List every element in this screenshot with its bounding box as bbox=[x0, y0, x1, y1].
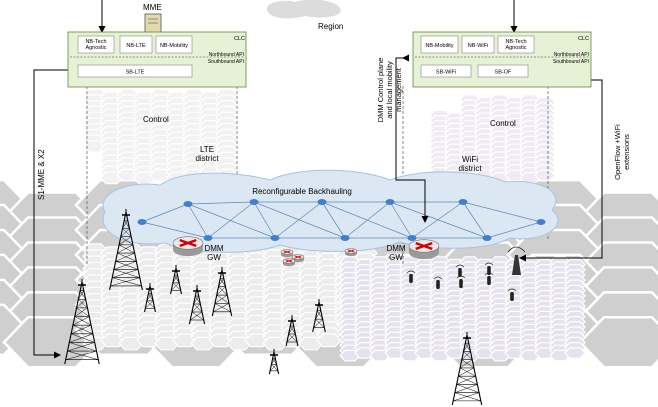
wifi-ap-icon bbox=[406, 270, 416, 283]
tower-small-icon bbox=[312, 299, 326, 333]
backhaul-node bbox=[183, 201, 193, 207]
clc-left-southbound: Southbound API bbox=[208, 59, 244, 65]
mme-label: MME bbox=[143, 3, 162, 12]
region-label: Region bbox=[318, 22, 343, 31]
clc-left-sb-box bbox=[77, 64, 193, 78]
backhaul-link bbox=[274, 201, 323, 239]
router-small-icon bbox=[282, 258, 296, 267]
backhaul-node bbox=[385, 199, 395, 205]
control-hex-clusters bbox=[83, 88, 556, 185]
wifi-ap-icon bbox=[433, 276, 443, 289]
clc-left-nb-lte-box bbox=[119, 35, 153, 54]
tower-small-icon bbox=[268, 349, 280, 375]
backhaul-link bbox=[141, 221, 209, 239]
backhaul-link bbox=[389, 201, 413, 239]
dmm-gw-router-left-icon bbox=[172, 236, 204, 257]
backhaul-link bbox=[253, 201, 346, 239]
tower-large-bottom-icon bbox=[451, 332, 483, 406]
backhaul-node bbox=[407, 235, 417, 241]
backhaul-link bbox=[207, 201, 255, 239]
tower-small-icon bbox=[170, 265, 182, 295]
backhaul-link bbox=[187, 201, 255, 205]
control-right-label: Control bbox=[490, 119, 516, 128]
dmm-control-label: DMM Control planeand local mobilitymanag… bbox=[376, 58, 403, 123]
clc-right-sb-of-box bbox=[477, 64, 529, 78]
backhaul-node bbox=[536, 219, 546, 225]
tower-small-icon bbox=[188, 285, 206, 325]
control-left-label: Control bbox=[143, 115, 169, 124]
clc-right-nb-wifi: NB-WiFi bbox=[468, 43, 488, 49]
backhaul-cloud bbox=[102, 169, 559, 253]
lte-district-hexes bbox=[82, 243, 378, 351]
clc-right-nb-wifi-box bbox=[461, 35, 495, 54]
clc-left-nb-mobility-box bbox=[155, 35, 193, 54]
backhaul-node bbox=[137, 219, 147, 225]
backhaul-node bbox=[249, 199, 259, 205]
wifi-ap-icon bbox=[484, 262, 494, 275]
backhaul-label: Reconfigurable Backhauling bbox=[252, 187, 352, 196]
tower-small-icon bbox=[285, 315, 299, 347]
backhaul-link bbox=[321, 201, 346, 239]
clc-right-title: CLC bbox=[578, 36, 589, 42]
clc-right-northbound: Northbound API bbox=[554, 52, 589, 58]
backhaul-link bbox=[187, 203, 209, 239]
wifi-ap-icon bbox=[456, 275, 466, 288]
backhaul-link bbox=[462, 201, 488, 239]
clc-left-sb-lte: SB-LTE bbox=[126, 70, 145, 76]
dmm-gw-router-right-icon bbox=[408, 239, 440, 260]
clc-left-nb-mobility: NB-Mobility bbox=[160, 43, 188, 49]
backhaul-link bbox=[141, 203, 189, 223]
clc-left-northbound: Northbound API bbox=[209, 52, 244, 58]
router-small-icon bbox=[280, 249, 294, 258]
backhaul-node bbox=[482, 235, 492, 241]
wifi-hex-cell bbox=[564, 347, 586, 359]
wifi-ap-large-icon bbox=[507, 246, 526, 275]
tower-large-left-icon bbox=[64, 279, 100, 365]
clc-left-title: CLC bbox=[234, 36, 245, 42]
wifi-district-hexes bbox=[339, 256, 586, 362]
backhaul-node bbox=[340, 235, 350, 241]
clc-left-nb-tech-box bbox=[77, 35, 115, 54]
wifi-ap-icon bbox=[507, 288, 517, 301]
clc-right-sb-of: SB-OF bbox=[495, 70, 512, 76]
clc-right-nb-tech-box bbox=[497, 35, 535, 54]
backhaul-node bbox=[203, 235, 213, 241]
lte-hex-cell bbox=[316, 333, 342, 348]
clc-right-southbound: Southbound API bbox=[553, 59, 589, 65]
backhaul-link bbox=[411, 201, 464, 239]
backhaul-link bbox=[187, 203, 276, 239]
control-hex-right bbox=[534, 169, 556, 182]
clc-right-nb-mobility: NB-Mobility bbox=[425, 43, 453, 49]
clc-right-nb-mobility-box bbox=[420, 35, 459, 54]
clc-right-sb-wifi: SB-WiFi bbox=[436, 70, 456, 76]
clc-right-sb-wifi-box bbox=[420, 64, 472, 78]
backhaul-nodes bbox=[137, 199, 546, 241]
s1-mme-label: S1-MME & X2 bbox=[37, 149, 46, 200]
tower-small-icon bbox=[144, 283, 156, 313]
tower-large-lte-icon bbox=[109, 209, 143, 291]
backhaul-link bbox=[344, 201, 391, 239]
router-small-icon bbox=[344, 248, 358, 257]
backhaul-node bbox=[270, 235, 280, 241]
openflow-label: OpenFlow +WiFiextensions bbox=[613, 124, 631, 180]
tower-medium-icon bbox=[211, 267, 233, 317]
backhaul-link bbox=[253, 201, 276, 239]
region-cloud bbox=[266, 0, 341, 19]
backhaul-node bbox=[458, 199, 468, 205]
wifi-ap-icon bbox=[455, 264, 465, 277]
clc-left-nb-lte: NB-LTE bbox=[126, 43, 145, 49]
backhaul-node bbox=[317, 199, 327, 205]
